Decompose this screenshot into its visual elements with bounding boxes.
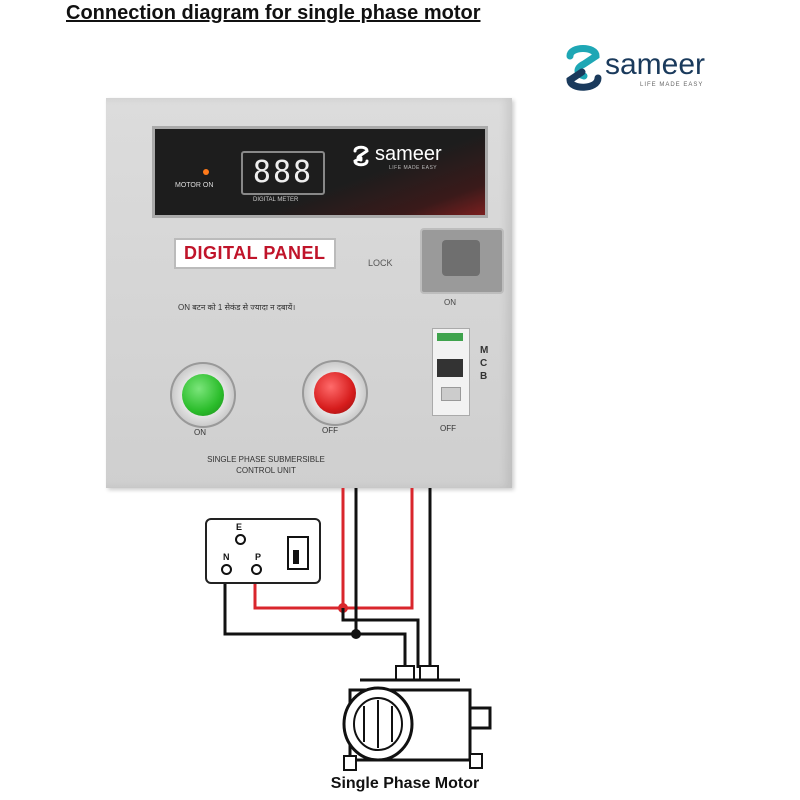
on-button[interactable] [170,362,236,428]
display-brand-name: sameer [375,143,442,165]
display-strip: MOTOR ON 888 DIGITAL METER sameer LIFE M… [152,126,488,218]
digital-meter-label: DIGITAL METER [253,197,299,203]
mcb-lever-icon [441,387,461,401]
page-title: Connection diagram for single phase moto… [66,2,481,24]
brand-name: sameer [605,48,706,81]
socket-phase-pin-icon [251,564,262,575]
mcb-off-label: OFF [440,424,456,433]
off-button[interactable] [302,360,368,426]
motor-label: Single Phase Motor [330,775,480,792]
live-wire-2 [253,488,414,610]
lock-switch-rocker-icon [442,240,480,276]
sameer-logo-icon [566,45,602,91]
digital-meter: 888 [241,151,325,195]
socket-p-label: P [255,552,262,562]
lock-switch[interactable] [420,228,504,294]
socket-switch[interactable] [287,536,309,570]
switch-lever-icon [293,550,299,564]
lock-label: LOCK [368,258,393,268]
motor-on-led-icon [203,169,209,175]
motor-on-label: MOTOR ON [175,182,214,189]
unit-description: SINGLE PHASE SUBMERSIBLE CONTROL UNIT [186,454,346,476]
motor-wire-3 [341,608,420,668]
mcb-top-icon [437,333,463,341]
lock-on-label: ON [444,298,456,307]
brand-tagline: LIFE MADE EASY [640,82,704,88]
green-button-cap-icon [182,374,224,416]
hindi-note: ON बटन को 1 सेकंड से ज्यादा न दबायें। [178,303,296,312]
socket-n-label: N [223,552,230,562]
wall-socket: E N P [205,518,321,584]
socket-earth-pin-icon [235,534,246,545]
motor-icon [342,665,492,771]
socket-e-label: E [236,522,243,532]
neutral-junction [351,629,361,639]
mcb-label: M C B [480,345,489,382]
mcb-window-icon [437,359,463,377]
mcb-breaker[interactable] [432,328,470,416]
motor-wire-1 [356,632,407,668]
on-button-label: ON [194,428,206,437]
display-brand-tagline: LIFE MADE EASY [389,165,438,171]
display-logo-icon [353,145,369,167]
digital-panel-badge: DIGITAL PANEL [174,238,336,269]
neutral-wire-1 [223,488,358,636]
unit-text-line1: SINGLE PHASE SUBMERSIBLE [207,455,325,464]
off-button-label: OFF [322,426,338,435]
control-panel: MOTOR ON 888 DIGITAL METER sameer LIFE M… [106,98,512,488]
socket-neutral-pin-icon [221,564,232,575]
red-button-cap-icon [314,372,356,414]
unit-text-line2: CONTROL UNIT [236,466,296,475]
